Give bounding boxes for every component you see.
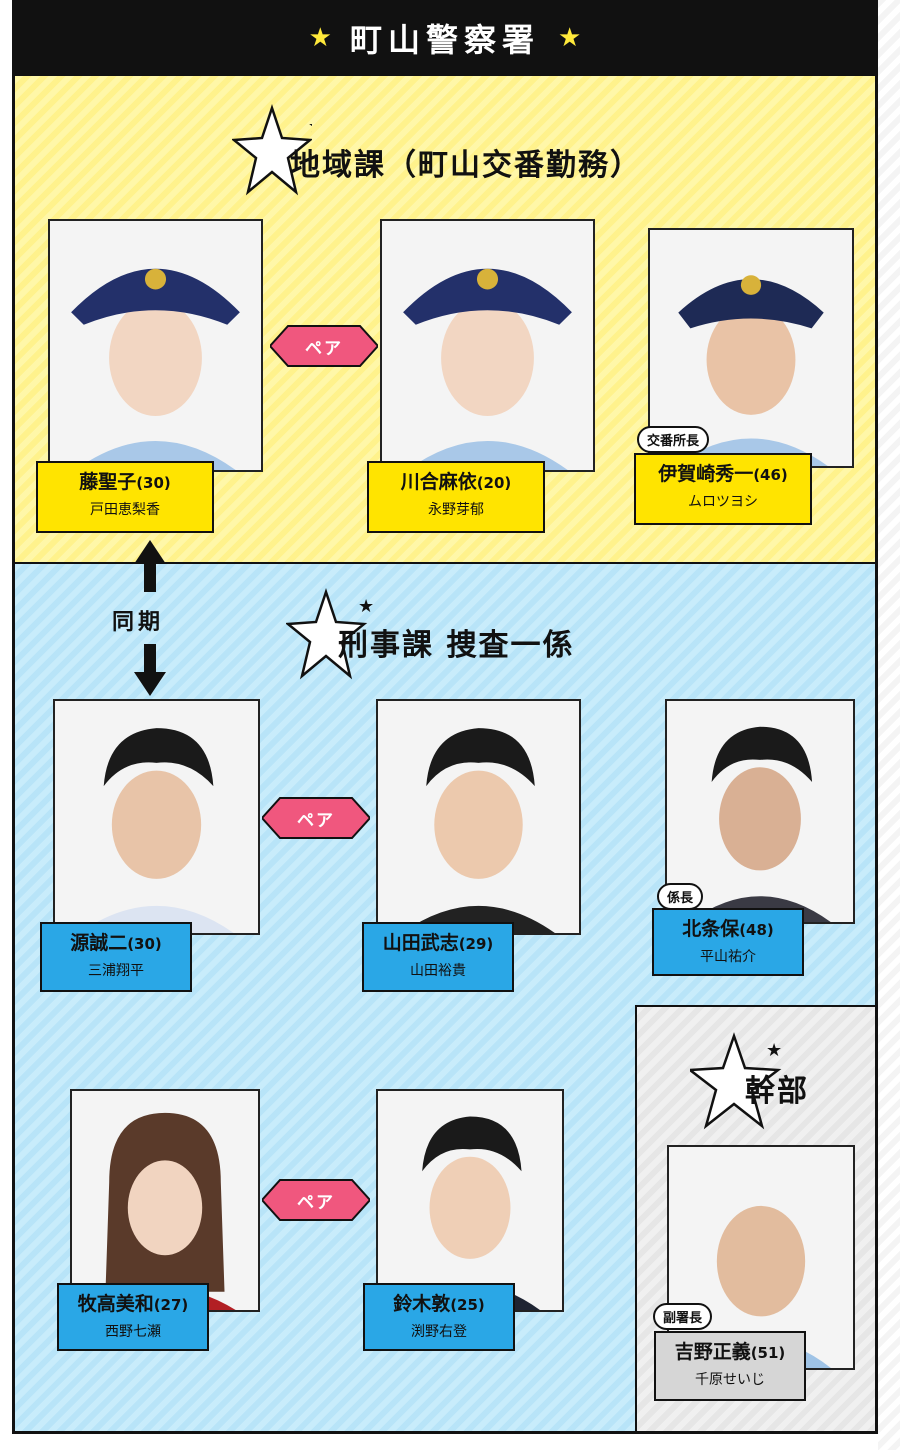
person-photo [53, 699, 260, 935]
page-title-text: 町山警察署 [349, 21, 540, 59]
person-name: 川合麻依 [400, 471, 477, 493]
section-title-chiiki: 地域課（町山交番勤務） [290, 148, 642, 183]
person-age: (48) [739, 921, 774, 939]
person-name: 藤聖子 [79, 471, 137, 493]
star-icon: ★ [558, 23, 582, 53]
person-namebox: 牧高美和(27) 西野七瀬 [57, 1283, 209, 1351]
person-photo [376, 1089, 564, 1312]
person-age: (46) [753, 466, 788, 484]
pair-badge: ペア [270, 324, 378, 368]
role-badge: 副署長 [653, 1303, 713, 1330]
person-age: (20) [476, 474, 512, 492]
person-namebox: 北条保(48) 平山祐介 [652, 908, 804, 976]
person-name: 鈴木敦 [393, 1293, 451, 1315]
person-actor: 山田裕貴 [410, 963, 466, 979]
header-bar: ★ 町山警察署 ★ [12, 0, 878, 76]
person-photo [48, 219, 263, 472]
person-photo [380, 219, 595, 472]
person-namebox: 川合麻依(20) 永野芽郁 [367, 461, 545, 533]
person-photo [665, 699, 855, 924]
svg-text:★: ★ [308, 116, 312, 137]
person-name: 北条保 [682, 918, 740, 940]
person-namebox: 鈴木敦(25) 渕野右登 [363, 1283, 515, 1351]
person-name: 吉野正義 [674, 1341, 751, 1363]
role-badge: 交番所長 [637, 426, 710, 453]
person-age: (25) [450, 1296, 485, 1314]
star-icon: ★ [286, 588, 374, 680]
person-namebox: 吉野正義(51) 千原せいじ [654, 1331, 806, 1401]
person-name: 山田武志 [382, 932, 459, 954]
person-age: (27) [153, 1296, 189, 1314]
pair-badge: ペア [262, 796, 370, 840]
section-title-keiji: 刑事課 捜査一係 [338, 628, 575, 663]
section-title-kanbu: 幹部 [745, 1074, 809, 1109]
person-name: 牧高美和 [77, 1293, 154, 1315]
outer-frame [12, 0, 878, 1434]
person-name: 伊賀崎秀一 [658, 463, 754, 485]
star-icon: ★ [232, 104, 312, 196]
person-age: (30) [127, 935, 162, 953]
person-actor: 永野芽郁 [428, 502, 484, 518]
page-title: ★ 町山警察署 ★ [12, 0, 878, 76]
person-actor: 三浦翔平 [88, 963, 144, 979]
person-actor: 千原せいじ [695, 1372, 765, 1388]
person-photo [70, 1089, 260, 1312]
doki-label: 同期 [112, 610, 165, 635]
person-age: (30) [136, 474, 171, 492]
pair-arrow-shape [262, 797, 370, 839]
svg-text:★: ★ [766, 1040, 782, 1061]
person-namebox: 山田武志(29) 山田裕貴 [362, 922, 514, 992]
star-icon: ★ [308, 23, 332, 53]
person-actor: 戸田恵梨香 [90, 502, 160, 518]
person-photo [376, 699, 581, 935]
decorative-stripe [878, 0, 900, 1450]
pair-label: ペア [297, 1192, 335, 1213]
person-actor: 西野七瀬 [105, 1324, 161, 1340]
person-namebox: 藤聖子(30) 戸田恵梨香 [36, 461, 214, 533]
pair-arrow-shape [270, 325, 378, 367]
person-age: (51) [750, 1344, 786, 1362]
pair-badge: ペア [262, 1178, 370, 1222]
svg-text:★: ★ [358, 596, 374, 617]
star-icon: ★ [690, 1032, 782, 1130]
pair-label: ペア [305, 338, 343, 359]
person-age: (29) [458, 935, 494, 953]
arrow-down-icon [134, 644, 166, 696]
role-badge: 係長 [657, 883, 704, 910]
pair-arrow-shape [262, 1179, 370, 1221]
arrow-up-icon [134, 540, 166, 592]
person-actor: 渕野右登 [411, 1324, 467, 1340]
person-actor: 平山祐介 [700, 949, 756, 965]
pair-label: ペア [297, 810, 335, 831]
person-namebox: 源誠二(30) 三浦翔平 [40, 922, 192, 992]
person-namebox: 伊賀崎秀一(46) ムロツヨシ [634, 453, 812, 525]
person-name: 源誠二 [70, 932, 128, 954]
person-actor: ムロツヨシ [688, 494, 758, 510]
